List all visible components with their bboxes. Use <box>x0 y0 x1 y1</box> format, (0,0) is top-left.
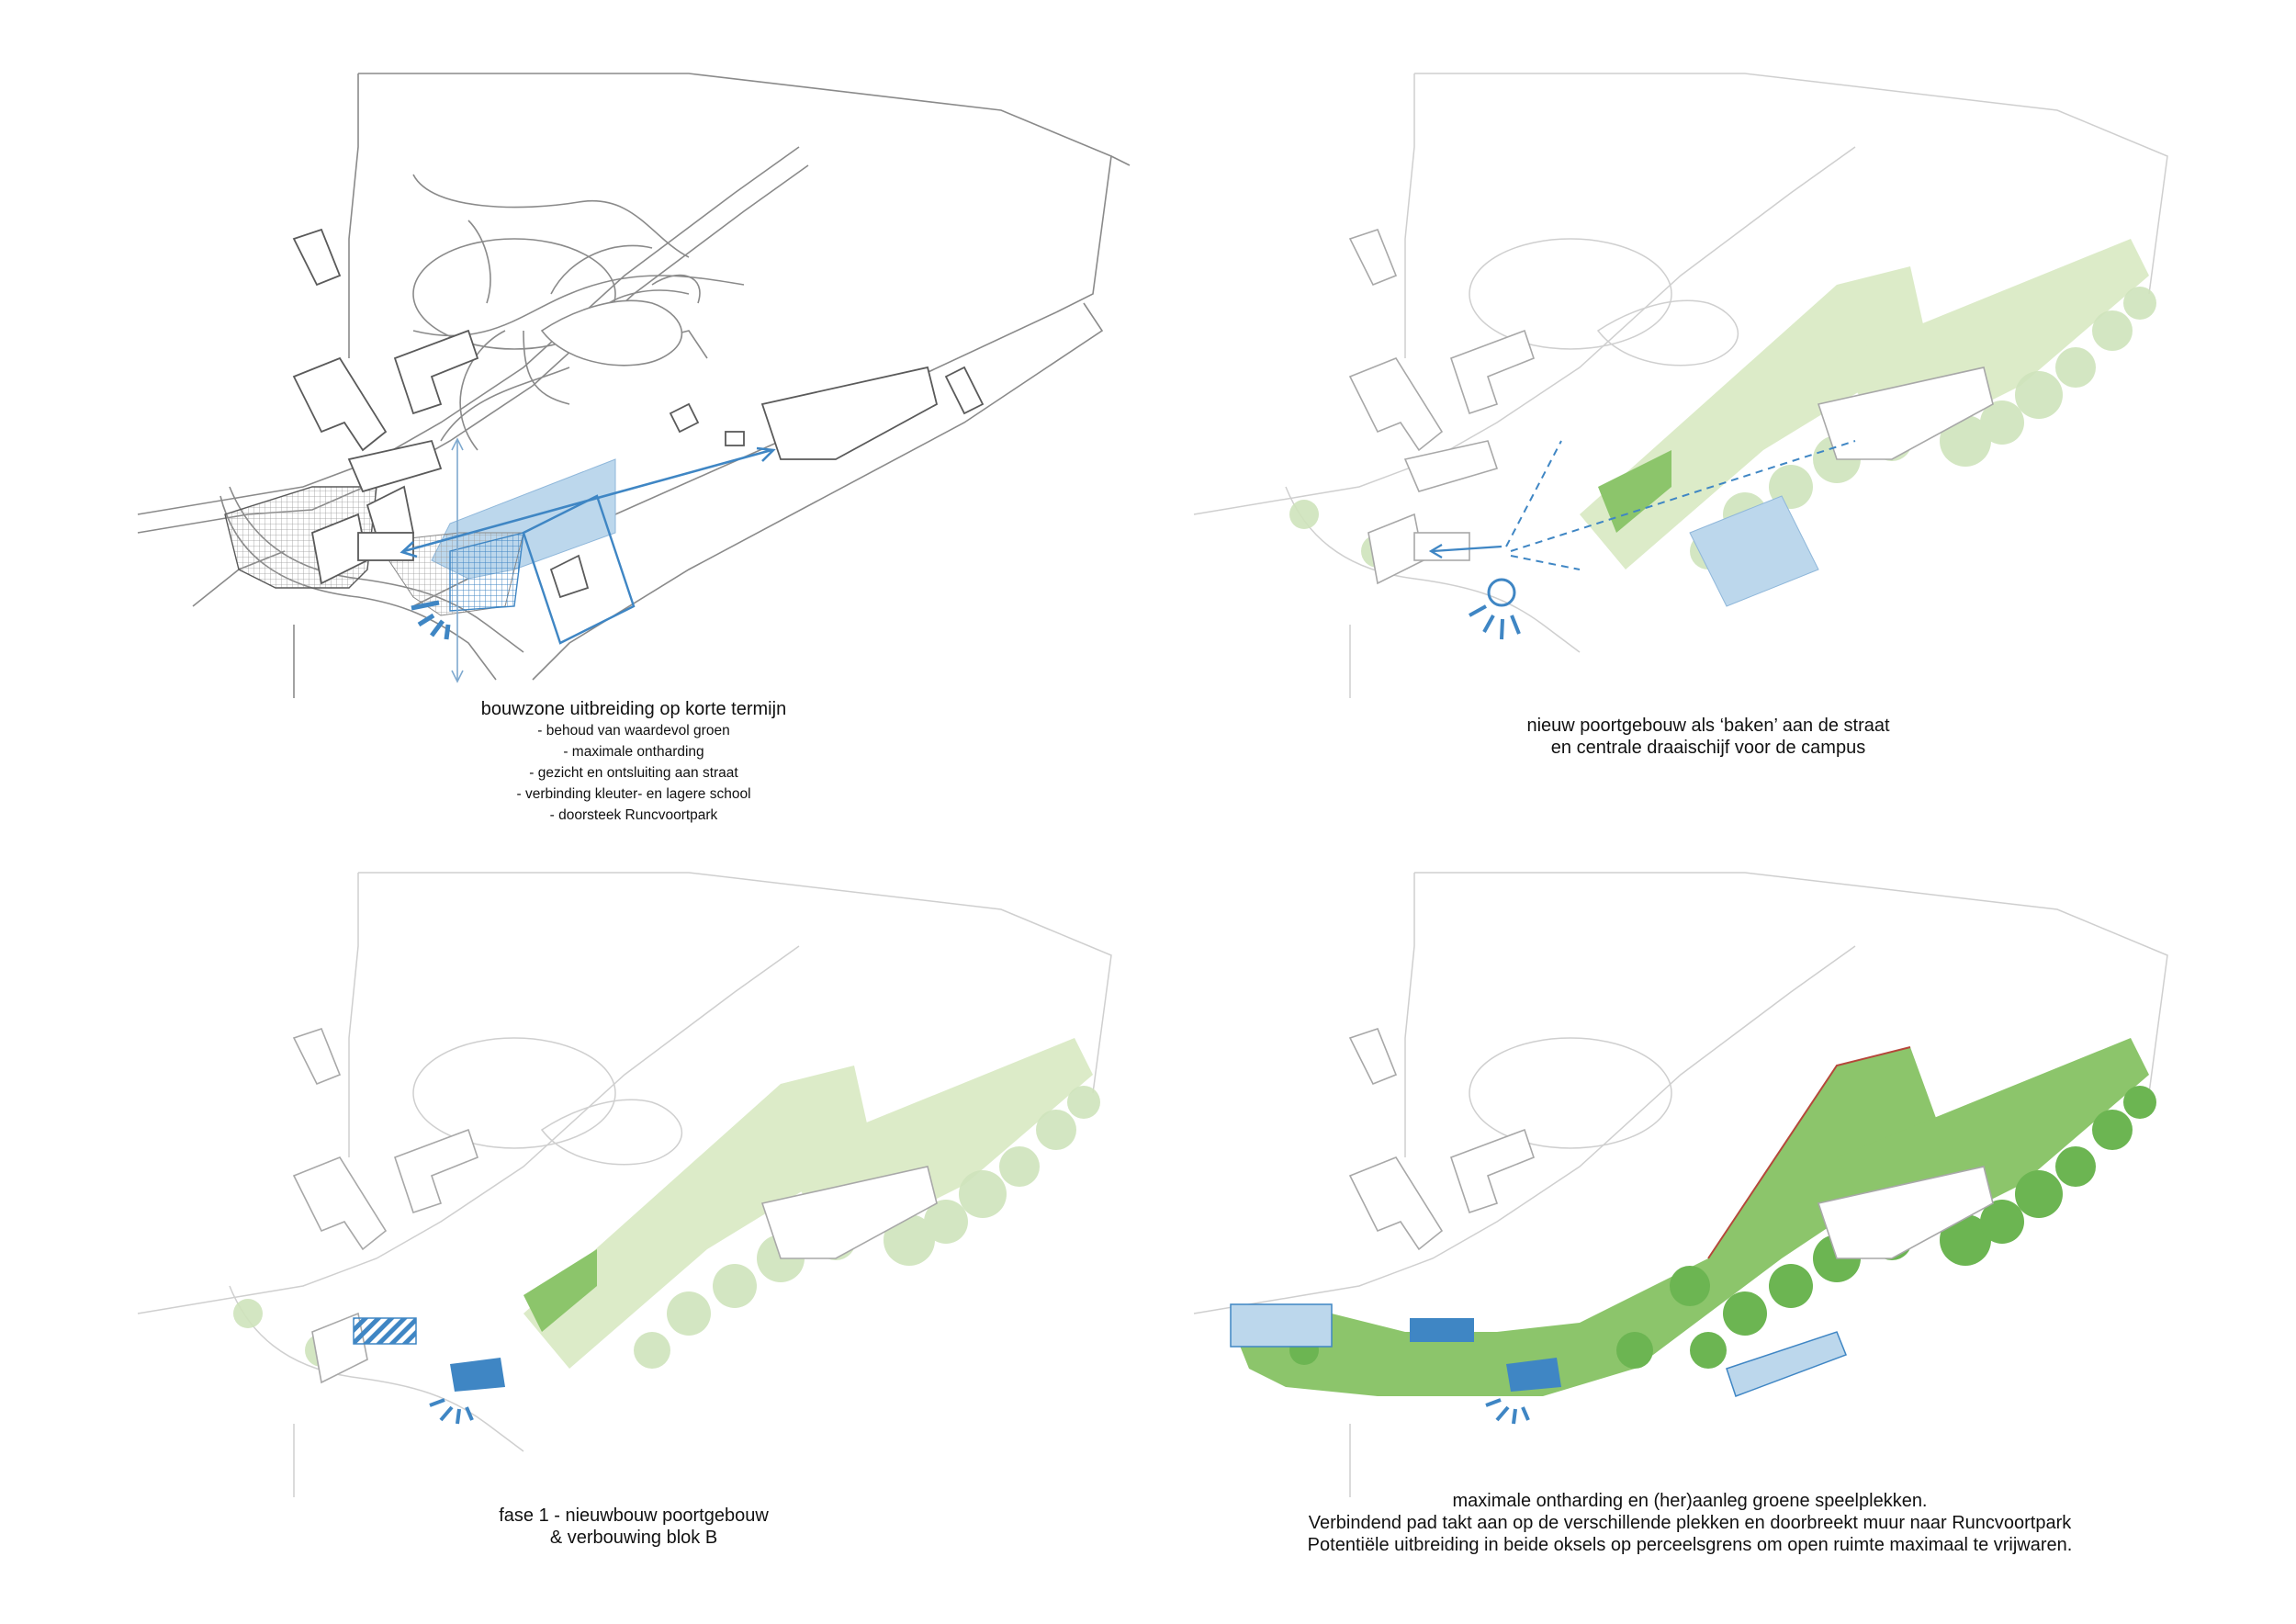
caption-item: - behoud van waardevol groen <box>537 723 730 739</box>
caption-panel-3: fase 1 - nieuwbouw poortgebouw & verbouw… <box>441 1505 827 1549</box>
caption-line: Potentiële uitbreiding in beide oksels o… <box>1307 1535 2073 1555</box>
caption-item: - gezicht en ontsluiting aan straat <box>529 765 738 781</box>
panel-4-map <box>1193 854 2186 1497</box>
caption-panel-4: maximale ontharding en (her)aanleg groen… <box>1249 1490 2131 1556</box>
map-poortgebouw <box>1193 73 2168 698</box>
caption-line: en centrale draaischijf voor de campus <box>1550 738 1866 758</box>
map-fase-1 <box>137 872 1112 1497</box>
caption-item: - doorsteek Runcvoortpark <box>549 807 718 823</box>
caption-line: maximale ontharding en (her)aanleg groen… <box>1452 1491 1928 1511</box>
panel-1-map <box>137 55 1131 698</box>
caption-title: bouwzone uitbreiding op korte termijn <box>480 699 787 719</box>
caption-panel-2: nieuw poortgebouw als ‘baken’ aan de str… <box>1433 715 1984 759</box>
caption-item: - verbinding kleuter- en lagere school <box>516 786 751 802</box>
panel-2-map <box>1193 55 2186 698</box>
caption-line: nieuw poortgebouw als ‘baken’ aan de str… <box>1526 716 1890 736</box>
caption-line: & verbouwing blok B <box>549 1528 718 1548</box>
caption-line: Verbindend pad takt aan op de verschille… <box>1308 1513 2072 1533</box>
panel-3-map <box>137 854 1130 1497</box>
map-bouwzone <box>137 73 1131 698</box>
caption-panel-1: bouwzone uitbreiding op korte termijn - … <box>395 698 872 826</box>
caption-item: - maximale ontharding <box>563 744 704 760</box>
map-groene-speelplekken <box>1193 872 2168 1497</box>
caption-line: fase 1 - nieuwbouw poortgebouw <box>499 1506 769 1526</box>
